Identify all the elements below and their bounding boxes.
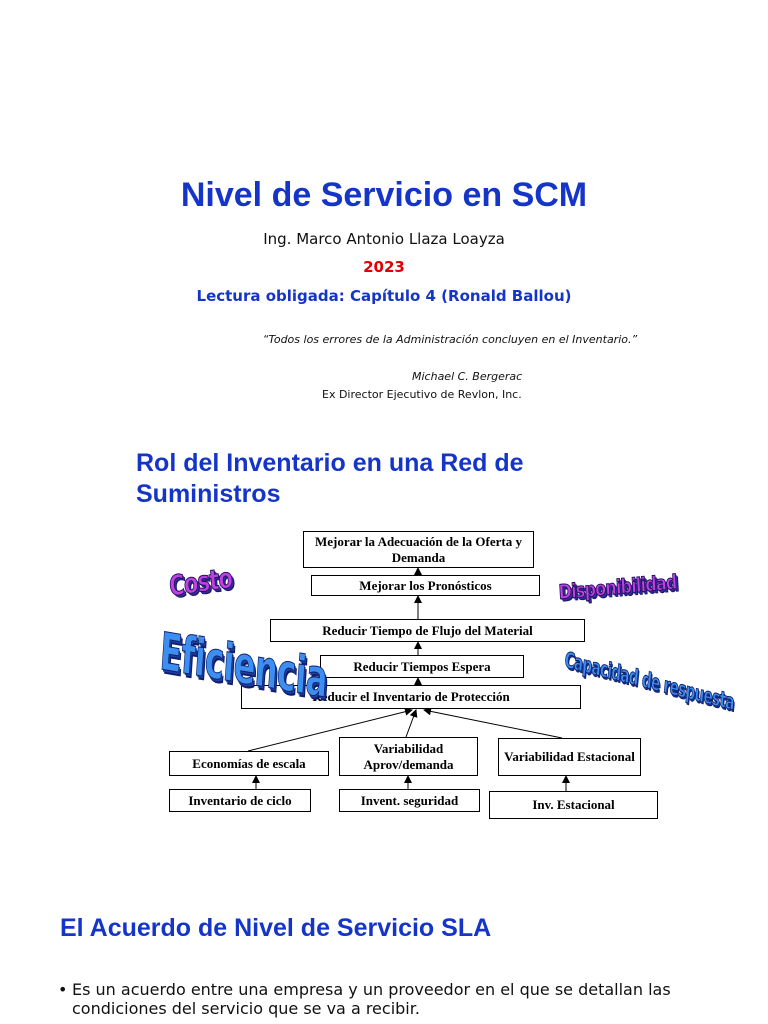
quote-text: “Todos los errores de la Administración … xyxy=(262,333,638,346)
box-reducir-espera: Reducir Tiempos Espera xyxy=(320,655,524,678)
section-heading-rol: Rol del Inventario en una Red de Suminis… xyxy=(136,449,524,508)
box-reducir-proteccion: Reducir el Inventario de Protección xyxy=(241,685,581,709)
bullet-marker: • xyxy=(58,980,68,999)
box-mejorar-adecuacion: Mejorar la Adecuación de la Oferta y Dem… xyxy=(303,531,534,568)
box-reducir-flujo: Reducir Tiempo de Flujo del Material xyxy=(270,619,585,642)
page-title: Nivel de Servicio en SCM xyxy=(180,176,588,214)
box-inventario-ciclo: Inventario de ciclo xyxy=(169,789,311,812)
box-mejorar-pronosticos: Mejorar los Pronósticos xyxy=(311,575,540,596)
box-economias-escala: Economías de escala xyxy=(169,751,329,776)
box-inventario-seguridad: Invent. seguridad xyxy=(339,789,480,812)
arrow-economias-to-proteccion xyxy=(247,707,413,752)
quote-author-role: Ex Director Ejecutivo de Revlon, Inc. xyxy=(322,388,522,401)
quote-author: Michael C. Bergerac xyxy=(412,370,523,383)
section-heading-sla: El Acuerdo de Nivel de Servicio SLA xyxy=(60,914,492,942)
sla-definition-text: Es un acuerdo entre una empresa y un pro… xyxy=(72,980,671,1018)
arrow-estacional-to-proteccion xyxy=(423,707,563,739)
required-reading: Lectura obligada: Capítulo 4 (Ronald Bal… xyxy=(196,287,572,305)
box-variabilidad-demanda: Variabilidad Aprov/demanda xyxy=(339,737,478,776)
year-label: 2023 xyxy=(363,258,405,276)
box-variabilidad-estacional: Variabilidad Estacional xyxy=(498,738,641,776)
arrow-variabilidad-to-proteccion xyxy=(405,709,418,738)
box-inventario-estacional: Inv. Estacional xyxy=(489,791,658,819)
author-name: Ing. Marco Antonio Llaza Loayza xyxy=(263,230,505,248)
